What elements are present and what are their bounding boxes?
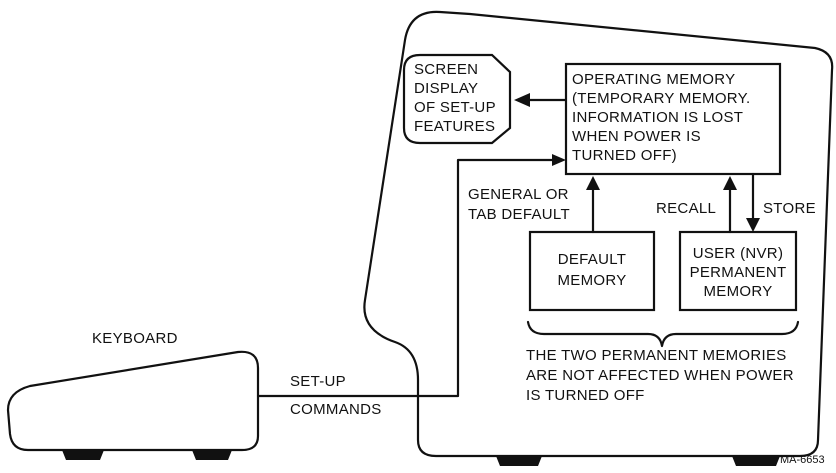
default-memory-line-2: MEMORY xyxy=(557,272,626,289)
setup-command-arrowhead xyxy=(552,154,566,166)
setup-label: SET-UP xyxy=(290,373,346,390)
general-default-line-2: TAB DEFAULT xyxy=(468,206,570,223)
terminal-body xyxy=(363,10,834,458)
figure-id: MA-6653 xyxy=(780,454,825,466)
user-memory-line-1: USER (NVR) xyxy=(693,245,784,262)
screen-display-line-4: FEATURES xyxy=(414,118,495,135)
user-memory-box xyxy=(678,230,798,312)
store-label: STORE xyxy=(763,200,816,217)
screen-display-line-2: DISPLAY xyxy=(414,80,478,97)
default-memory-line-1: DEFAULT xyxy=(558,251,627,268)
permanent-note-line-1: THE TWO PERMANENT MEMORIES xyxy=(526,347,787,364)
operating-memory-line-2: (TEMPORARY MEMORY. xyxy=(572,90,751,107)
terminal-foot-right xyxy=(732,456,780,466)
operating-memory-line-1: OPERATING MEMORY xyxy=(572,71,735,88)
keyboard-label: KEYBOARD xyxy=(92,330,178,347)
setup-command-path xyxy=(256,158,558,398)
operating-memory-line-4: WHEN POWER IS xyxy=(572,128,701,145)
screen-display-bubble xyxy=(402,53,512,145)
permanent-note-line-3: IS TURNED OFF xyxy=(526,387,645,404)
commands-label: COMMANDS xyxy=(290,401,382,418)
operating-memory-box xyxy=(564,62,782,176)
general-default-line-1: GENERAL OR xyxy=(468,186,569,203)
keyboard-foot-left xyxy=(62,450,104,460)
user-memory-line-2: PERMANENT xyxy=(690,264,787,281)
operating-memory-line-5: TURNED OFF) xyxy=(572,147,677,164)
display-arrowhead xyxy=(514,93,530,107)
operating-memory-line-3: INFORMATION IS LOST xyxy=(572,109,743,126)
keyboard-foot-right xyxy=(192,450,232,460)
user-memory-line-3: MEMORY xyxy=(703,283,772,300)
permanent-note-line-2: ARE NOT AFFECTED WHEN POWER xyxy=(526,367,794,384)
keyboard-body xyxy=(6,350,260,452)
store-arrowhead xyxy=(746,218,760,232)
default-memory-box xyxy=(528,230,656,312)
default-arrowhead xyxy=(586,176,600,190)
permanent-memories-brace xyxy=(526,320,800,348)
terminal-foot-left xyxy=(496,456,542,466)
screen-display-line-1: SCREEN xyxy=(414,61,478,78)
screen-display-line-3: OF SET-UP xyxy=(414,99,496,116)
recall-label: RECALL xyxy=(656,200,716,217)
recall-arrowhead xyxy=(723,176,737,190)
